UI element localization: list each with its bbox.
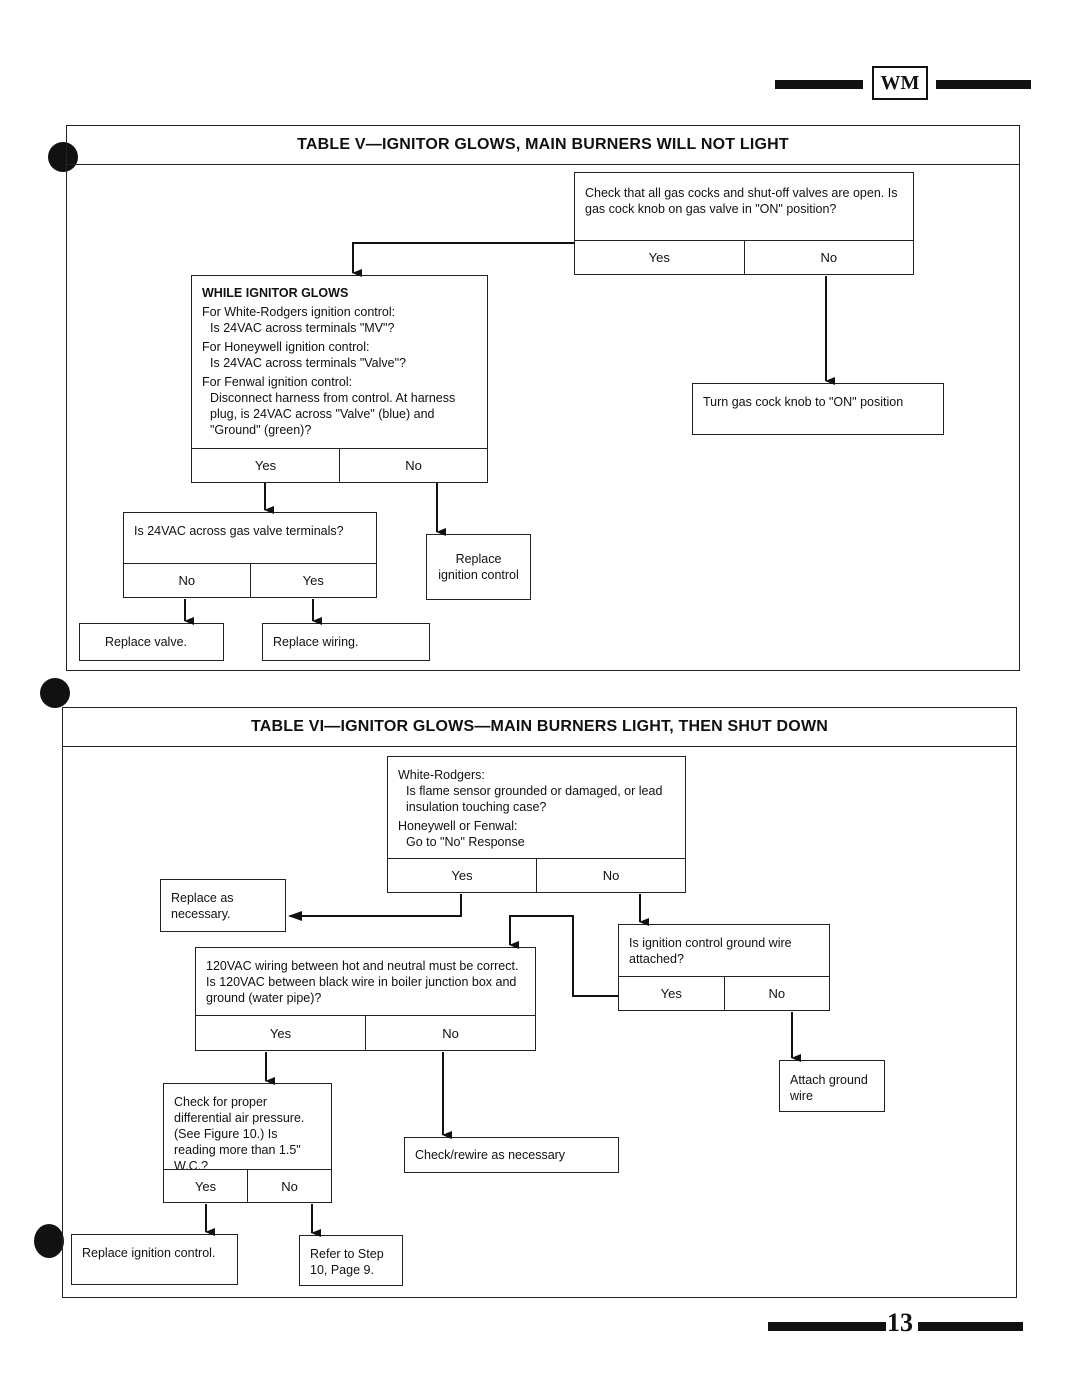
arrowhead-replace-as-necessary	[288, 911, 302, 921]
table5-wr-label: For White-Rodgers ignition control:	[202, 305, 396, 319]
table6-refer-step-text: Refer to Step 10, Page 9.	[310, 1247, 384, 1277]
table6-attach-ground-text: Attach ground wire	[790, 1073, 868, 1103]
table6-hw-label: Honeywell or Fenwal:	[398, 819, 518, 833]
table5-ignitor-answers: Yes No	[191, 448, 488, 483]
table6-wiring-no: No	[365, 1016, 535, 1050]
header-bar-right	[936, 80, 1031, 89]
table6-pressure-answers: Yes No	[163, 1169, 332, 1203]
table5-while-ignitor-box: WHILE IGNITOR GLOWS For White-Rodgers ig…	[191, 275, 488, 450]
logo: WM	[872, 66, 928, 100]
table5-gas-valve-question-text: Is 24VAC across gas valve terminals?	[134, 524, 344, 538]
table5-replace-ignition-text: Replace ignition control	[438, 552, 519, 582]
table5-ignitor-no: No	[339, 449, 487, 482]
table5-gas-valve-yes: Yes	[249, 564, 377, 597]
table6-ground-wire-answers: Yes No	[618, 976, 830, 1011]
header-bar-left	[775, 80, 863, 89]
table6-wr-question: Is flame sensor grounded or damaged, or …	[406, 784, 663, 814]
table6-pressure-text: Check for proper differential air pressu…	[174, 1095, 305, 1173]
table5-gas-cock-yes: Yes	[648, 250, 670, 265]
punch-hole-bottom	[34, 1224, 64, 1258]
table5-ignitor-yes: Yes	[254, 458, 277, 473]
table6-title-text: TABLE VI—IGNITOR GLOWS—MAIN BURNERS LIGH…	[250, 717, 829, 735]
table6-check-rewire-text: Check/rewire as necessary	[415, 1148, 566, 1162]
table6-pressure-box: Check for proper differential air pressu…	[163, 1083, 332, 1173]
table6-hw-question: Go to "No" Response	[406, 835, 525, 849]
table6-wiring-box: 120VAC wiring between hot and neutral mu…	[195, 947, 536, 1017]
table6-frame	[62, 707, 1017, 1298]
table6-flame-sensor-yes: Yes	[451, 868, 473, 883]
table6-flame-sensor-no: No	[536, 859, 685, 892]
table6-wr-label: White-Rodgers:	[398, 768, 485, 782]
table5-gas-valve-no: No	[178, 573, 196, 588]
table5-title: TABLE V—IGNITOR GLOWS, MAIN BURNERS WILL…	[66, 125, 1020, 165]
table5-hw-label: For Honeywell ignition control:	[202, 340, 370, 354]
connector-ground-yes	[509, 915, 618, 997]
table5-gas-cock-no: No	[743, 241, 914, 274]
table6-refer-step-box: Refer to Step 10, Page 9.	[299, 1235, 403, 1286]
connector-flame-yes	[290, 894, 462, 917]
table6-wiring-answers: Yes No	[195, 1015, 536, 1051]
table6-pressure-no: No	[247, 1170, 331, 1202]
table5-replace-wiring-text: Replace wiring.	[273, 635, 359, 649]
table6-flame-sensor-box: White-Rodgers: Is flame sensor grounded …	[387, 756, 686, 860]
table5-while-heading: WHILE IGNITOR GLOWS	[202, 286, 349, 300]
table6-wiring-text: 120VAC wiring between hot and neutral mu…	[206, 959, 519, 1005]
punch-hole-middle	[40, 678, 70, 708]
table5-replace-valve-box: Replace valve.	[79, 623, 224, 661]
table6-replace-as-necessary-text: Replace as necessary.	[171, 891, 234, 921]
table6-ground-wire-box: Is ignition control ground wire attached…	[618, 924, 830, 978]
table6-pressure-yes: Yes	[194, 1178, 217, 1194]
footer-bar-right	[918, 1322, 1023, 1331]
table5-frame	[66, 125, 1020, 671]
table5-turn-on-box: Turn gas cock knob to "ON" position	[692, 383, 944, 435]
table6-ground-wire-text: Is ignition control ground wire attached…	[629, 936, 792, 966]
table6-flame-sensor-answers: Yes No	[387, 858, 686, 893]
table6-wiring-yes: Yes	[269, 1025, 292, 1041]
table6-attach-ground-box: Attach ground wire	[779, 1060, 885, 1112]
table5-gas-cock-question: Check that all gas cocks and shut-off va…	[574, 172, 914, 242]
table5-gas-cock-answers: Yes No	[574, 240, 914, 275]
table5-title-text: TABLE V—IGNITOR GLOWS, MAIN BURNERS WILL…	[297, 135, 789, 153]
table6-title: TABLE VI—IGNITOR GLOWS—MAIN BURNERS LIGH…	[62, 707, 1017, 747]
table6-replace-as-necessary-box: Replace as necessary.	[160, 879, 286, 932]
page-number: 13	[887, 1308, 913, 1337]
table5-turn-on-text: Turn gas cock knob to "ON" position	[703, 395, 904, 409]
table5-fw-label: For Fenwal ignition control:	[202, 375, 353, 389]
table6-replace-ignition-box: Replace ignition control.	[71, 1234, 238, 1285]
table5-fw-question: Disconnect harness from control. At harn…	[210, 391, 456, 437]
table6-check-rewire-box: Check/rewire as necessary	[404, 1137, 619, 1173]
logo-text: WM	[880, 71, 920, 94]
table5-wr-question: Is 24VAC across terminals "MV"?	[210, 321, 395, 335]
table5-gas-valve-question: Is 24VAC across gas valve terminals?	[123, 512, 377, 565]
table6-replace-ignition-text: Replace ignition control.	[82, 1246, 216, 1260]
table5-gas-valve-answers: No Yes	[123, 563, 377, 598]
table5-hw-question: Is 24VAC across terminals "Valve"?	[210, 356, 406, 370]
table5-replace-wiring-box: Replace wiring.	[262, 623, 430, 661]
punch-hole-top	[48, 142, 78, 172]
table5-replace-valve-text: Replace valve.	[105, 635, 187, 649]
table5-gas-cock-question-text: Check that all gas cocks and shut-off va…	[585, 186, 898, 216]
table6-ground-wire-no: No	[723, 977, 830, 1010]
connector-q1-yes	[352, 242, 574, 277]
table6-ground-wire-yes: Yes	[660, 986, 682, 1001]
footer-bar-left	[768, 1322, 886, 1331]
table5-replace-ignition-box: Replace ignition control	[426, 534, 531, 600]
